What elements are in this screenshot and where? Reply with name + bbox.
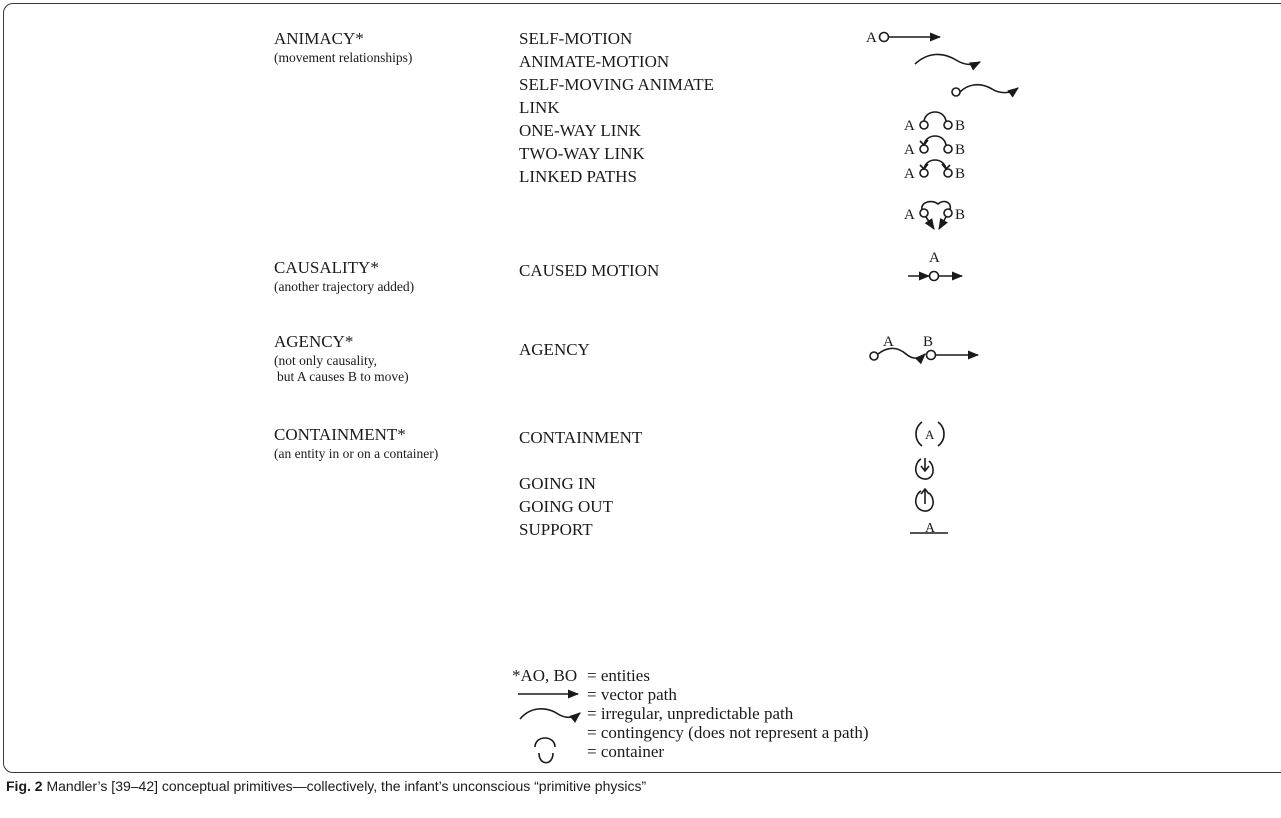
legend-contingency-arc bbox=[534, 737, 556, 748]
primitive-self-motion: SELF-MOTION bbox=[519, 29, 633, 48]
legend-container-cup bbox=[538, 752, 554, 764]
entity-a-letter: A bbox=[929, 250, 940, 266]
entity-b-letter: B bbox=[955, 118, 965, 134]
containment-symbol: A bbox=[915, 421, 945, 447]
entity-a-letter: A bbox=[904, 142, 915, 158]
support-symbol: A bbox=[910, 521, 948, 536]
linked-paths-symbol: A B bbox=[904, 200, 965, 230]
arrowhead bbox=[920, 487, 930, 495]
container-right-arc bbox=[937, 421, 945, 447]
agency-symbol: A B bbox=[869, 334, 980, 365]
going-out-symbol bbox=[914, 487, 934, 512]
entity-circle bbox=[919, 168, 929, 178]
entity-circle bbox=[878, 31, 890, 43]
primitive-going-out: GOING OUT bbox=[519, 497, 613, 516]
entity-b-letter: B bbox=[955, 142, 965, 158]
legend-irregular: = irregular, unpredictable path bbox=[587, 704, 794, 723]
primitive-caused-motion: CAUSED MOTION bbox=[519, 261, 660, 280]
entity-circle bbox=[943, 120, 953, 130]
entity-circle bbox=[951, 87, 961, 97]
caused-motion-symbol: A bbox=[908, 250, 964, 282]
animate-motion-symbol bbox=[914, 53, 982, 71]
one-way-link-symbol: A B bbox=[904, 135, 965, 158]
figure-caption: Fig. 2 Mandler’s [39–42] conceptual prim… bbox=[6, 777, 646, 795]
contingency-arc bbox=[923, 135, 947, 146]
entity-circle bbox=[928, 270, 940, 282]
primitive-containment: CONTAINMENT bbox=[519, 428, 643, 447]
entity-a-letter: A bbox=[866, 30, 877, 46]
irregular-path-arrow bbox=[959, 83, 1019, 98]
self-moving-animate-symbol bbox=[951, 83, 1019, 98]
primitive-animate-motion: ANIMATE-MOTION bbox=[519, 52, 670, 71]
link-symbol: A B bbox=[904, 111, 965, 134]
entity-b-letter: B bbox=[923, 334, 933, 350]
category-causality-desc: (another trajectory added) bbox=[274, 279, 415, 294]
category-causality: CAUSALITY* bbox=[274, 258, 379, 277]
entity-a-letter: A bbox=[904, 118, 915, 134]
entity-a-letter: A bbox=[925, 427, 935, 442]
primitive-two-way-link: TWO-WAY LINK bbox=[519, 144, 645, 163]
irregular-path-arrow bbox=[877, 347, 926, 365]
entity-circle bbox=[943, 168, 953, 178]
legend-entities: = entities bbox=[587, 666, 650, 685]
container-cup bbox=[914, 458, 934, 480]
entity-a-letter: A bbox=[925, 521, 936, 536]
contingency-arc bbox=[923, 111, 947, 122]
caption-text: Mandler’s [39–42] conceptual primitives—… bbox=[46, 778, 647, 794]
legend-container: = container bbox=[587, 742, 665, 761]
primitive-going-in: GOING IN bbox=[519, 474, 596, 493]
legend-entities-key: *AO, BO bbox=[512, 666, 578, 685]
self-motion-symbol: A bbox=[866, 30, 942, 46]
entity-a-letter: A bbox=[904, 207, 915, 223]
category-containment-desc: (an entity in or on a container) bbox=[274, 446, 439, 461]
primitive-linked-paths: LINKED PATHS bbox=[519, 167, 637, 186]
figure-frame bbox=[3, 3, 1281, 773]
two-way-link-symbol: A B bbox=[904, 159, 965, 182]
category-agency: AGENCY* bbox=[274, 332, 354, 351]
path-arrow bbox=[938, 216, 948, 230]
entity-circle bbox=[925, 349, 937, 361]
entity-a-letter: A bbox=[883, 334, 894, 350]
contingency-arc bbox=[921, 200, 952, 211]
category-agency-desc-line-1: (not only causality, bbox=[274, 353, 377, 368]
primitive-self-moving-animate: SELF-MOVING ANIMATE bbox=[519, 75, 715, 94]
path-arrow bbox=[924, 216, 935, 230]
category-agency-desc-line-2: but A causes B to move) bbox=[277, 369, 409, 384]
arrowhead bbox=[919, 163, 929, 171]
entity-b-letter: B bbox=[955, 166, 965, 182]
category-animacy-desc: (movement relationships) bbox=[274, 50, 413, 65]
arrowhead bbox=[919, 139, 929, 147]
entity-circle bbox=[943, 208, 953, 218]
primitive-link: LINK bbox=[519, 98, 560, 117]
entity-circle bbox=[943, 144, 953, 154]
legend-vector: = vector path bbox=[587, 685, 677, 704]
arrowhead bbox=[920, 465, 930, 473]
primitive-agency: AGENCY bbox=[519, 340, 590, 359]
figure-label: Fig. 2 bbox=[6, 778, 43, 794]
containment-cup-symbol bbox=[914, 458, 934, 480]
category-containment: CONTAINMENT* bbox=[274, 425, 406, 444]
container-left-arc bbox=[915, 421, 923, 447]
entity-circle bbox=[919, 120, 929, 130]
primitive-one-way-link: ONE-WAY LINK bbox=[519, 121, 641, 140]
entity-b-letter: B bbox=[955, 207, 965, 223]
primitive-support: SUPPORT bbox=[519, 520, 593, 539]
entity-circle bbox=[919, 208, 929, 218]
entity-circle bbox=[919, 144, 929, 154]
legend-contingency: = contingency (does not represent a path… bbox=[587, 723, 869, 742]
contingency-arc bbox=[923, 159, 947, 170]
entity-circle bbox=[869, 351, 879, 361]
entity-a-letter: A bbox=[904, 166, 915, 182]
legend-irregular-arrow bbox=[519, 708, 581, 723]
container-cup bbox=[914, 490, 934, 512]
category-animacy: ANIMACY* bbox=[274, 29, 364, 48]
